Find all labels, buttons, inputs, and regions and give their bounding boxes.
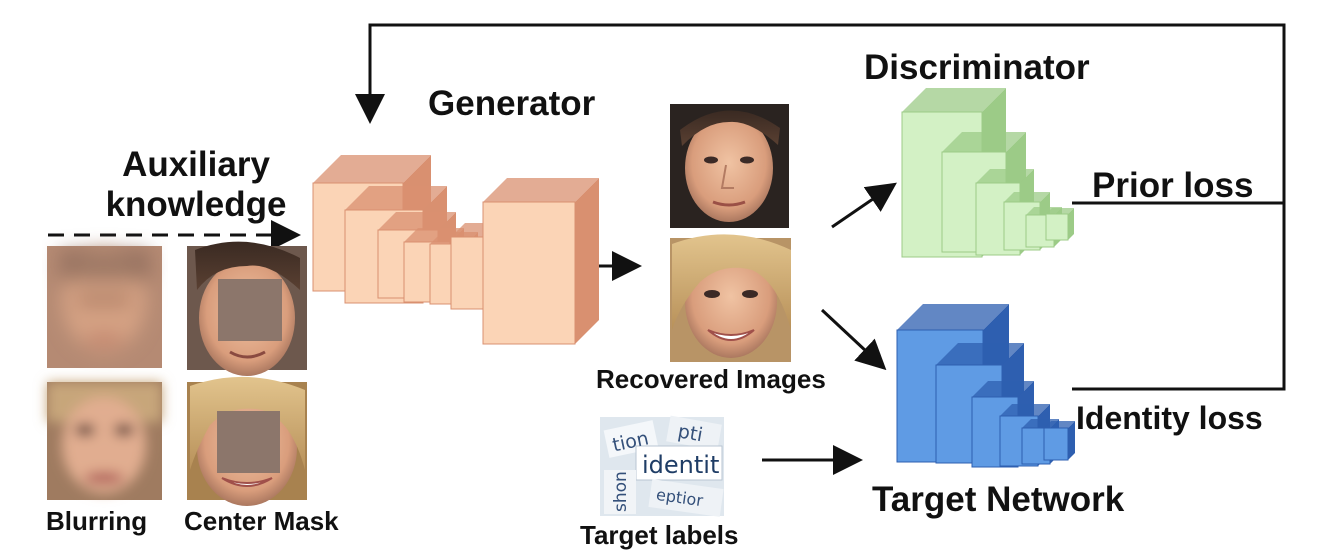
- prior-loss-label: Prior loss: [1092, 166, 1254, 205]
- discriminator-label: Discriminator: [864, 48, 1090, 87]
- images-to-discriminator-arrow: [831, 182, 897, 229]
- target-layer: [1043, 421, 1075, 461]
- discriminator-network: [901, 88, 1074, 258]
- identity-loss-label: Identity loss: [1076, 400, 1263, 436]
- auxiliary-knowledge-label: Auxiliary knowledge: [96, 145, 296, 225]
- discriminator-layer: [1045, 208, 1074, 241]
- collage-word-left: shon: [611, 471, 631, 512]
- blurred-face-icon: [47, 382, 162, 500]
- center-mask-label: Center Mask: [184, 506, 339, 536]
- masked-face-icon: [187, 241, 307, 376]
- generator-network: [312, 155, 599, 345]
- blurring-label: Blurring: [46, 506, 148, 536]
- word-collage-icon: identit tion pti shon eptior: [600, 415, 724, 517]
- collage-word-main: identit: [642, 451, 719, 479]
- target-network-label: Target Network: [872, 480, 1125, 519]
- generator-layer: [482, 178, 599, 345]
- face-photo-icon: [670, 104, 789, 228]
- feedback-loop-line: [355, 23, 1286, 391]
- auxiliary-line-2: knowledge: [105, 185, 287, 224]
- face-photo-icon: [670, 234, 791, 362]
- blurred-face-icon: [47, 246, 162, 368]
- recovered-images-label: Recovered Images: [596, 364, 826, 394]
- generator-label: Generator: [428, 84, 596, 123]
- masked-face-icon: [187, 376, 307, 506]
- target-labels-label: Target labels: [580, 520, 739, 550]
- images-to-target-arrow: [820, 308, 887, 371]
- collage-word-right: pti: [676, 420, 704, 446]
- target-network: [896, 304, 1075, 468]
- auxiliary-line-1: Auxiliary: [122, 145, 270, 184]
